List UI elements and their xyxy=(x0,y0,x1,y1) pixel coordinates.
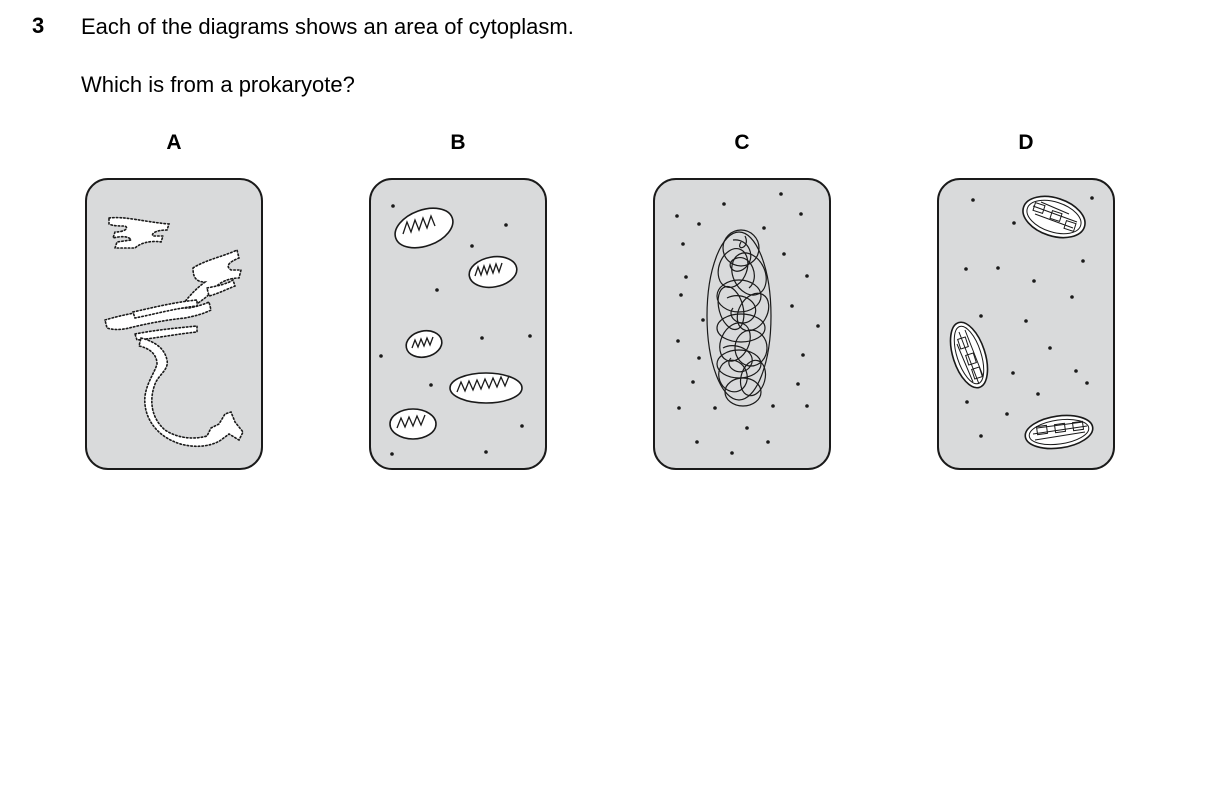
diagram-d-chloroplasts xyxy=(937,178,1115,470)
diagram-b-mitochondria xyxy=(369,178,547,470)
option-d-label: D xyxy=(1018,131,1034,154)
question-number: 3 xyxy=(32,13,45,38)
question-text: Each of the diagrams shows an area of cy… xyxy=(81,14,574,39)
diagram-c-nucleoid xyxy=(653,178,831,470)
option-c-label: C xyxy=(734,131,750,154)
diagram-a-rough-er xyxy=(85,178,263,470)
question-prompt: Which is from a prokaryote? xyxy=(81,72,355,97)
option-a-label: A xyxy=(166,131,182,154)
option-b-label: B xyxy=(450,131,466,154)
